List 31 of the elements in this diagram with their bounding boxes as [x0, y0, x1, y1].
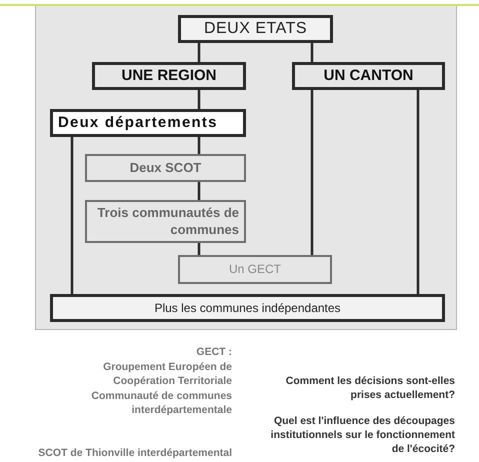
- box-label: Deux SCOT: [130, 160, 202, 176]
- box-label: Deux départements: [58, 114, 218, 132]
- connector-line: [198, 182, 200, 200]
- connector-line: [198, 137, 200, 154]
- box-label: Un GECT: [228, 262, 281, 277]
- org-box: [178, 15, 333, 43]
- org-box: [50, 294, 445, 322]
- connector-line: [198, 243, 200, 255]
- org-box: [50, 109, 246, 137]
- box-label: Plus les communes indépendantes: [154, 300, 341, 316]
- org-box: [85, 154, 246, 182]
- note-text: Comment les décisions sont-elles prises actuellement?: [284, 374, 455, 402]
- org-box: [178, 255, 332, 284]
- connector-line: [198, 90, 200, 109]
- org-box: [85, 200, 246, 243]
- note-text: Quel est l'influence des découpages institutionnels sur le fonctionnement de l'écocité?: [270, 414, 455, 456]
- connector-line: [70, 137, 74, 294]
- note-text: Communauté de communes interdépartementale: [90, 389, 232, 417]
- connector-line: [310, 90, 314, 255]
- connector-line: [416, 90, 420, 294]
- box-label: UNE REGION: [121, 66, 216, 86]
- box-label: UN CANTON: [324, 66, 414, 86]
- org-box: [92, 62, 246, 90]
- connector-line: [310, 43, 314, 62]
- box-label: DEUX ETATS: [204, 19, 308, 39]
- note-text: GECT :: [195, 345, 232, 359]
- box-label: Trois communautés de communes: [96, 205, 239, 238]
- connector-line: [198, 43, 200, 62]
- note-text: SCOT de Thionville interdépartemental: [37, 446, 232, 460]
- note-text: Groupement Européen de Coopération Territoriale: [102, 360, 232, 388]
- org-box: [292, 62, 445, 90]
